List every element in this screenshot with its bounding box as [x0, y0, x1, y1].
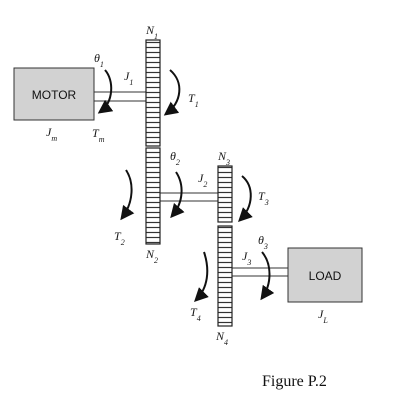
- t3-arrow: [238, 175, 253, 222]
- theta2-arrow: [170, 171, 185, 219]
- jm-label: Jm: [46, 125, 57, 143]
- t3-label: T3: [258, 189, 269, 207]
- load-box: [287, 247, 363, 303]
- t2-arrow: [120, 169, 135, 221]
- j2-label: J2: [198, 171, 207, 189]
- shaft-2: [160, 192, 218, 202]
- t4-label: T4: [190, 305, 201, 323]
- theta1-label: θ1: [94, 51, 104, 69]
- jl-label: JL: [318, 307, 328, 325]
- gear-n2: [145, 147, 161, 245]
- t4-arrow: [194, 251, 209, 302]
- j1-label: J1: [124, 69, 133, 87]
- n3-label: N3: [217, 149, 230, 167]
- gear-n3: [217, 165, 233, 223]
- theta3-label: θ3: [258, 233, 268, 251]
- load-box-label: LOAD: [309, 269, 342, 283]
- t2-label: T2: [114, 229, 125, 247]
- motor-box: [13, 67, 95, 121]
- t1-label: T1: [188, 91, 199, 109]
- motor-box-label: MOTOR: [32, 88, 77, 102]
- gear-n4: [217, 225, 233, 327]
- theta2-label: θ2: [170, 149, 180, 167]
- theta1-arrow: [97, 69, 114, 114]
- figure-caption: Figure P.2: [262, 373, 327, 390]
- n4-label: N4: [215, 329, 228, 347]
- n1-label: N1: [145, 23, 158, 41]
- gear-n1: [145, 39, 161, 147]
- shaft-1: [94, 91, 146, 102]
- theta3-arrow: [260, 251, 275, 301]
- t1-arrow: [163, 69, 181, 116]
- j3-label: J3: [242, 249, 251, 267]
- n2-label: N2: [145, 247, 158, 265]
- tm-label: Tm: [92, 126, 105, 144]
- shaft-3: [232, 267, 288, 277]
